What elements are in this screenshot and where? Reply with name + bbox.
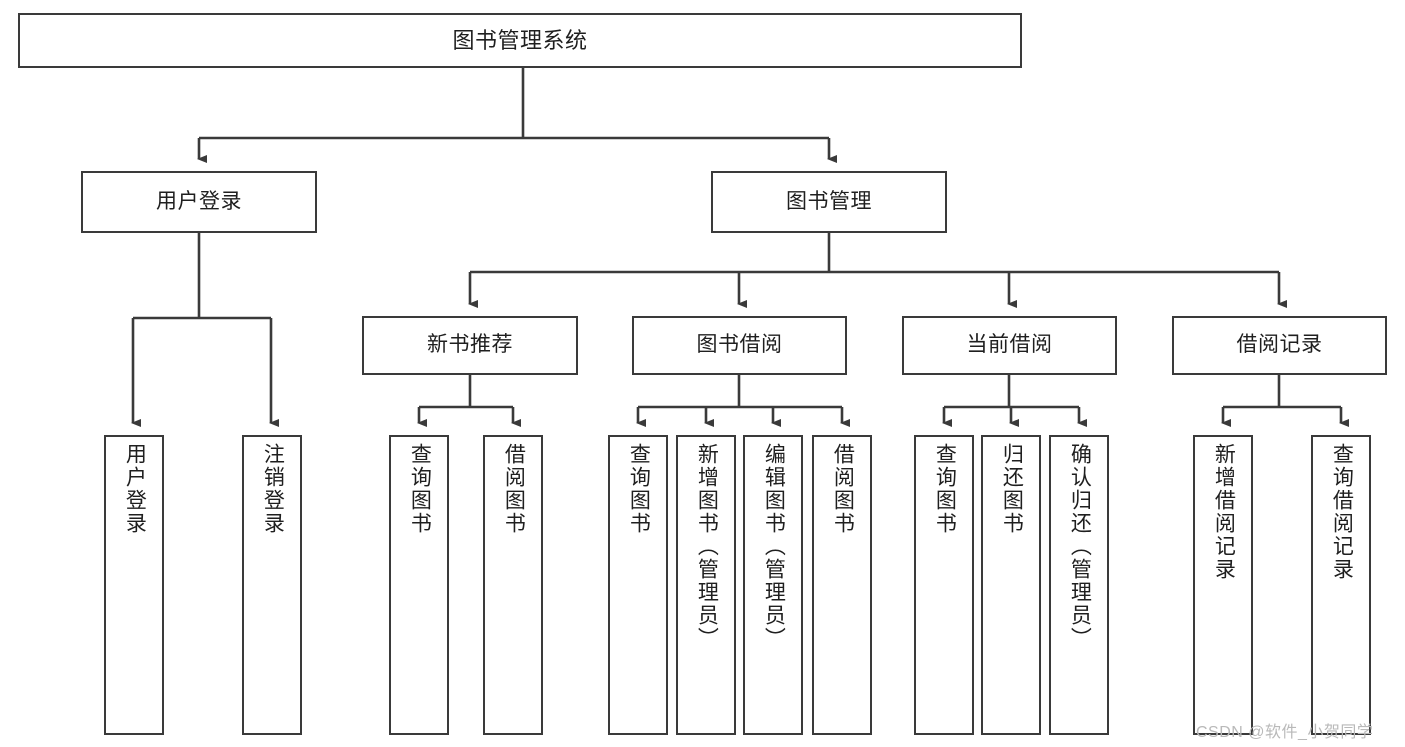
node-leaf-query-borrow-record[interactable]: 查询借阅记录	[1311, 435, 1371, 735]
node-leaf-query-books-current-label: 查询图书	[933, 443, 957, 535]
node-leaf-logout-label: 注销登录	[261, 443, 285, 535]
node-leaf-confirm-return-admin[interactable]: 确认归还（管理员）	[1049, 435, 1109, 735]
node-user-login-group-label: 用户登录	[156, 189, 242, 213]
node-current-borrow-label: 当前借阅	[966, 333, 1053, 357]
node-book-management-group[interactable]: 图书管理	[711, 171, 947, 233]
node-book-borrow-label: 图书借阅	[696, 333, 783, 357]
node-user-login-group[interactable]: 用户登录	[81, 171, 317, 233]
node-leaf-return-books[interactable]: 归还图书	[981, 435, 1041, 735]
node-new-book-recommend-label: 新书推荐	[427, 333, 513, 357]
node-leaf-return-books-label: 归还图书	[1000, 443, 1024, 535]
node-leaf-borrow-books-label: 借阅图书	[831, 443, 855, 535]
node-leaf-borrow-books[interactable]: 借阅图书	[812, 435, 872, 735]
node-leaf-user-login[interactable]: 用户登录	[104, 435, 164, 735]
node-root-label: 图书管理系统	[452, 27, 588, 53]
node-leaf-logout[interactable]: 注销登录	[242, 435, 302, 735]
node-leaf-user-login-label: 用户登录	[123, 443, 147, 535]
node-leaf-query-books-recommend-label: 查询图书	[408, 443, 432, 535]
node-current-borrow[interactable]: 当前借阅	[902, 316, 1117, 375]
node-leaf-add-book-admin[interactable]: 新增图书（管理员）	[676, 435, 736, 735]
node-leaf-add-borrow-record[interactable]: 新增借阅记录	[1193, 435, 1253, 735]
node-book-borrow[interactable]: 图书借阅	[632, 316, 847, 375]
node-leaf-edit-book-admin[interactable]: 编辑图书（管理员）	[743, 435, 803, 735]
node-new-book-recommend[interactable]: 新书推荐	[362, 316, 578, 375]
node-leaf-query-borrow-record-label: 查询借阅记录	[1330, 443, 1354, 581]
node-borrow-records[interactable]: 借阅记录	[1172, 316, 1387, 375]
node-leaf-confirm-return-admin-label: 确认归还（管理员）	[1068, 443, 1092, 650]
node-leaf-query-books-current[interactable]: 查询图书	[914, 435, 974, 735]
node-leaf-add-borrow-record-label: 新增借阅记录	[1212, 443, 1236, 581]
node-leaf-query-books-borrow[interactable]: 查询图书	[608, 435, 668, 735]
node-borrow-records-label: 借阅记录	[1236, 333, 1323, 357]
node-leaf-query-books-recommend[interactable]: 查询图书	[389, 435, 449, 735]
node-leaf-query-books-borrow-label: 查询图书	[627, 443, 651, 535]
node-book-management-group-label: 图书管理	[786, 189, 872, 213]
node-leaf-borrow-books-recommend-label: 借阅图书	[502, 443, 526, 535]
node-leaf-borrow-books-recommend[interactable]: 借阅图书	[483, 435, 543, 735]
node-leaf-add-book-admin-label: 新增图书（管理员）	[695, 443, 719, 650]
csdn-watermark: CSDN @软件_小贺同学	[1196, 724, 1374, 741]
node-root[interactable]: 图书管理系统	[18, 13, 1022, 68]
node-leaf-edit-book-admin-label: 编辑图书（管理员）	[762, 443, 786, 650]
